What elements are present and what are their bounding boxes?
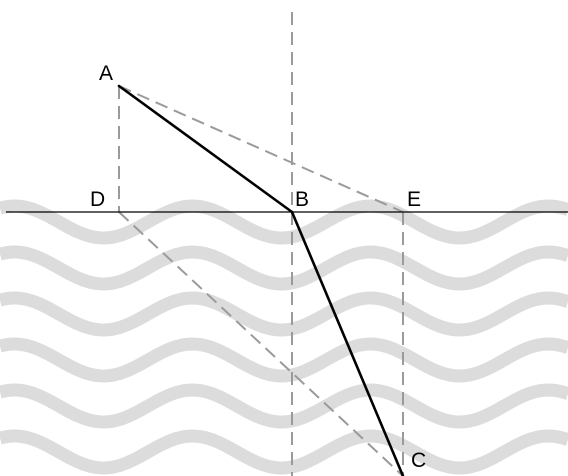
line-d-c — [118, 211, 404, 476]
water-wave — [0, 291, 568, 337]
point-label-b: B — [295, 188, 309, 211]
line-a-e — [118, 85, 404, 213]
water-wave — [0, 429, 568, 475]
water-wave — [0, 337, 568, 383]
water-wave — [0, 245, 568, 291]
point-label-a: A — [99, 62, 113, 85]
refracted-ray-b-c — [290, 210, 405, 476]
incident-ray-a-b — [117, 84, 294, 214]
water-wave — [0, 383, 568, 429]
water-waves — [0, 199, 568, 475]
point-label-d: D — [90, 188, 105, 211]
point-label-c: C — [411, 449, 426, 472]
point-label-e: E — [407, 188, 421, 211]
water-wave — [0, 199, 568, 245]
